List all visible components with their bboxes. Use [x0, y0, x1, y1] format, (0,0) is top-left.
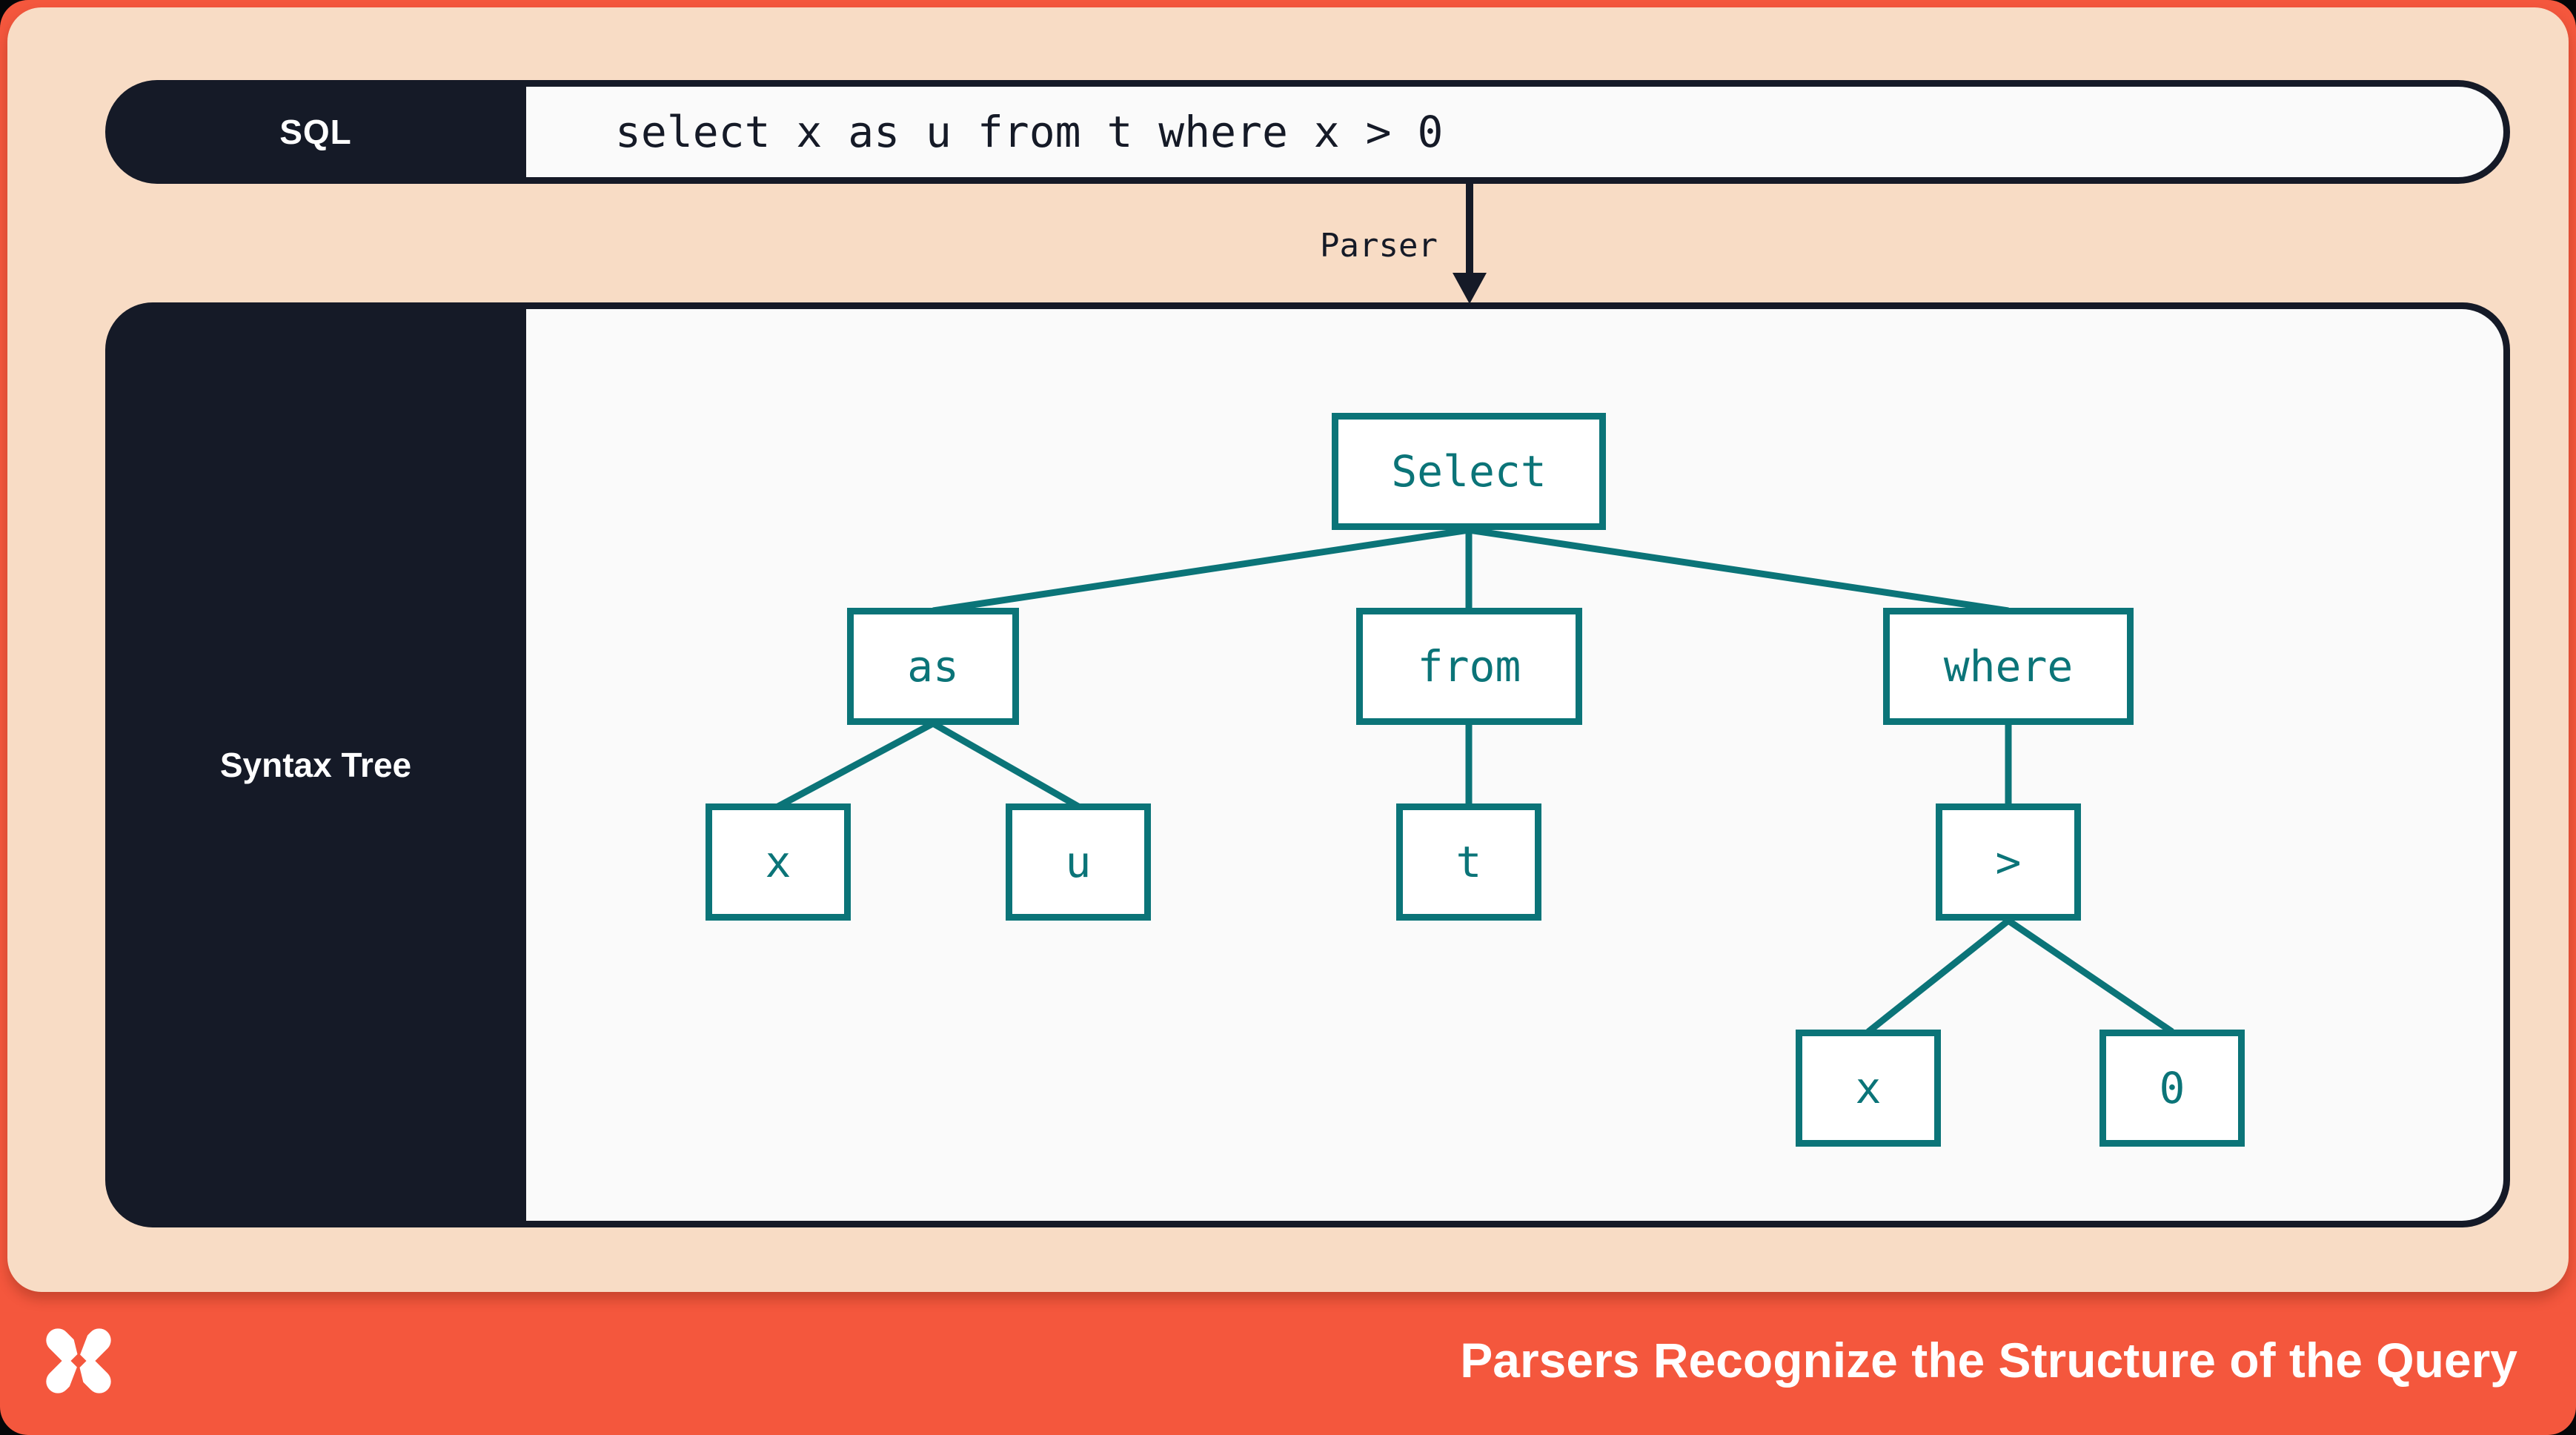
down-arrow-icon [1466, 184, 1473, 277]
tree-node-where: where [1883, 608, 2134, 725]
syntax-tree-label: Syntax Tree [219, 746, 412, 784]
tree-node-from: from [1356, 608, 1582, 725]
sql-query-text: select x as u from t where x > 0 [615, 107, 1444, 157]
tree-node-t: t [1396, 803, 1541, 921]
footer-title: Parsers Recognize the Structure of the Q… [1460, 1333, 2517, 1388]
sql-bar: SQL select x as u from t where x > 0 [105, 80, 2510, 184]
tree-node-x2: x [1796, 1030, 1941, 1147]
tree-node-x1: x [706, 803, 851, 921]
sql-bar-label: SQL [279, 113, 352, 151]
tree-node-gt: > [1936, 803, 2081, 921]
tree-node-zero: 0 [2099, 1030, 2245, 1147]
dbt-logo-icon [46, 1325, 111, 1396]
tree-node-u: u [1006, 803, 1151, 921]
tree-node-select: Select [1332, 413, 1606, 530]
sql-code-area: select x as u from t where x > 0 [526, 87, 2503, 177]
parser-label: Parser [1320, 227, 1438, 265]
tree-node-as: as [847, 608, 1019, 725]
down-arrow-head-icon [1453, 273, 1487, 304]
